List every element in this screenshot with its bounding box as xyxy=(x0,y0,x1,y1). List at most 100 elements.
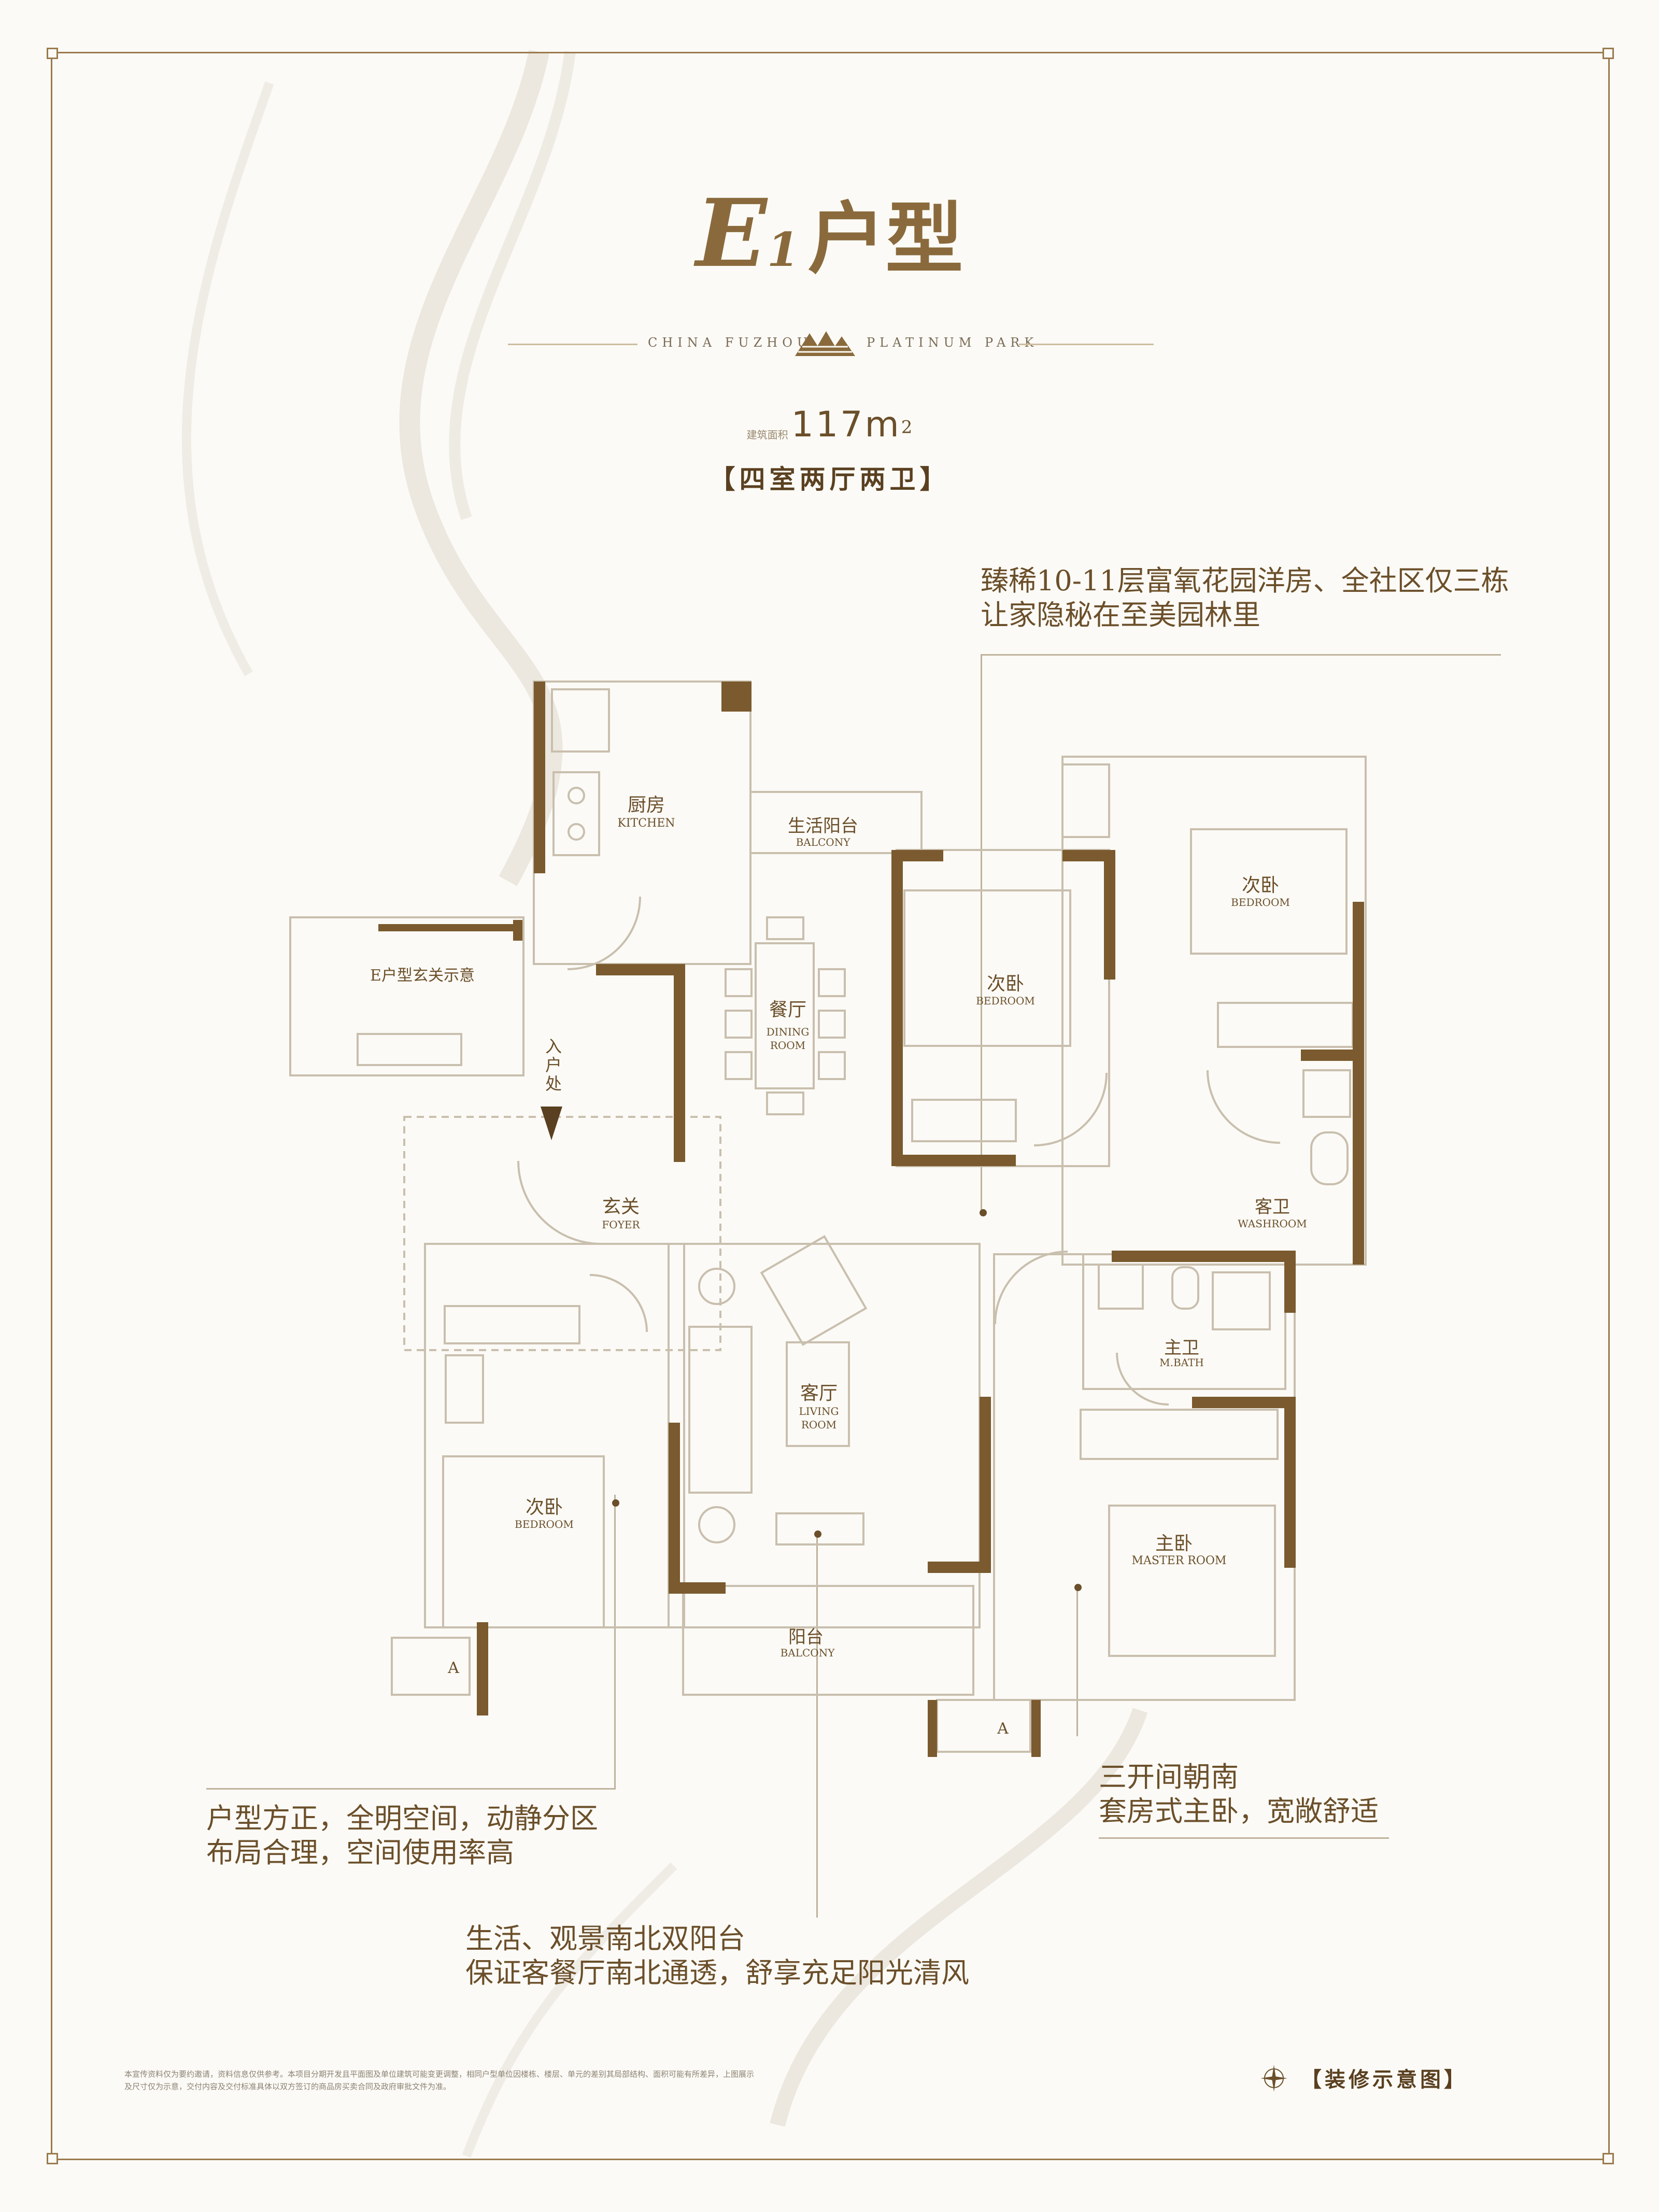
living-label: 客厅 xyxy=(800,1383,838,1404)
entrance-arrow-icon xyxy=(541,1107,562,1140)
stove xyxy=(552,771,600,856)
mbath-label: 主卫 xyxy=(1164,1338,1199,1358)
kitchen-label-en: KITCHEN xyxy=(617,817,675,830)
door-swing xyxy=(1207,1070,1281,1144)
note-bottom-center-2: 保证客餐厅南北通透，舒享充足阳光清风 xyxy=(465,1956,969,1989)
toilet xyxy=(1310,1131,1349,1185)
door-swing xyxy=(1033,1072,1108,1146)
bed-sw xyxy=(442,1455,605,1628)
leader-line xyxy=(1099,1837,1389,1839)
dining-table xyxy=(755,942,815,1089)
ac-unit xyxy=(1061,763,1110,838)
foyer-inset-outline xyxy=(289,916,524,1076)
wardrobe xyxy=(1080,1409,1279,1460)
leader-line xyxy=(981,654,982,1214)
frame-corner xyxy=(47,2153,58,2164)
wardrobe xyxy=(911,1099,1017,1142)
bedroom-mid-outline xyxy=(896,849,1110,1167)
balcony-outline xyxy=(682,1585,974,1696)
bedroom-sw-outline xyxy=(424,1243,685,1628)
ac-label: A xyxy=(997,1720,1009,1738)
leader-line xyxy=(206,1788,616,1790)
living-label-en: ROOM xyxy=(801,1419,836,1431)
note-top-right-2: 让家隐秘在至美园林里 xyxy=(981,599,1260,631)
east-wing-outline xyxy=(1061,756,1367,1266)
toilet xyxy=(1171,1266,1199,1310)
disclaimer-line-2: 及尺寸仅为示意，交付内容及交付标准具体以双方签订的商品房买卖合同及政府审批文件为… xyxy=(124,2082,451,2091)
disclaimer-line-1: 本宣传资料仅为要约邀请，资料信息仅供参考。本项目分期开发且平面图及单位建筑可能变… xyxy=(124,2069,755,2079)
foyer-label-en: FOYER xyxy=(602,1218,640,1231)
ac-unit xyxy=(936,1699,1031,1753)
page-frame xyxy=(51,52,1610,2160)
frame-corner xyxy=(1603,2153,1614,2164)
dining-label-en: DINING xyxy=(767,1026,810,1038)
entrance-label: 户 xyxy=(545,1055,562,1075)
area-unit: 2 xyxy=(901,417,913,438)
washroom-label-en: WASHROOM xyxy=(1238,1217,1307,1230)
title-letter: E xyxy=(696,179,767,288)
note-bottom-center-1: 生活、观景南北双阳台 xyxy=(465,1922,745,1955)
washbasin xyxy=(1302,1069,1351,1118)
washbasin xyxy=(1098,1264,1144,1310)
mbath-outline xyxy=(1082,1253,1286,1390)
master-outline xyxy=(993,1253,1296,1701)
bed-mid xyxy=(903,889,1071,1047)
master-label-en: MASTER ROOM xyxy=(1132,1554,1227,1567)
ac-label: A xyxy=(447,1659,459,1677)
door-swing xyxy=(994,1251,1068,1325)
bedroom-mid-label: 次卧 xyxy=(987,973,1024,995)
frame-corner xyxy=(47,48,58,59)
service-balcony-outline xyxy=(749,791,923,854)
decor-label: 【装修示意图】 xyxy=(1301,2067,1468,2092)
bedroom-mid-label-en: BEDROOM xyxy=(976,995,1035,1007)
brand-right: PLATINUM PARK xyxy=(867,335,1039,350)
brand-divider xyxy=(1019,344,1154,345)
leader-line xyxy=(1076,1586,1078,1736)
double-sink xyxy=(551,688,610,753)
service-balcony-label-en: BALCONY xyxy=(796,836,851,848)
bed-ne xyxy=(1190,828,1348,955)
dining-label-en: ROOM xyxy=(770,1039,805,1052)
door-swing xyxy=(589,1274,648,1332)
ac-unit xyxy=(391,1637,471,1696)
wardrobe xyxy=(1217,1002,1354,1048)
brand-divider xyxy=(508,344,637,345)
balcony-label-en: BALCONY xyxy=(781,1647,835,1659)
area-label: 建筑面积 xyxy=(746,429,788,441)
leader-line xyxy=(816,1534,818,1918)
note-bottom-left-2: 布局合理，空间使用率高 xyxy=(206,1836,514,1869)
bedroom-ne-label-en: BEDROOM xyxy=(1231,896,1290,909)
door-swing xyxy=(517,1160,602,1245)
note-bottom-right-2: 套房式主卧，宽敞舒适 xyxy=(1099,1795,1379,1827)
kitchen-label: 厨房 xyxy=(628,795,665,816)
service-balcony-label: 生活阳台 xyxy=(788,816,858,836)
wardrobe xyxy=(357,1033,462,1066)
area-value: 117m xyxy=(791,404,901,445)
leader-line xyxy=(614,1495,616,1790)
foyer-label: 玄关 xyxy=(602,1196,640,1217)
bedroom-ne-label: 次卧 xyxy=(1242,875,1279,896)
door-swing xyxy=(1116,1352,1169,1406)
layout-type: 【四室两厅两卫】 xyxy=(709,464,950,494)
washroom-label: 客卫 xyxy=(1255,1197,1290,1217)
shower xyxy=(1212,1271,1271,1330)
note-top-right-1: 臻稀10-11层富氧花园洋房、全社区仅三栋 xyxy=(981,564,1509,597)
tv-console xyxy=(775,1512,864,1545)
wardrobe xyxy=(444,1305,580,1344)
sofa xyxy=(688,1326,753,1494)
compass-icon xyxy=(1260,2065,1287,2092)
leader-line xyxy=(981,654,1501,656)
bedroom-sw-label: 次卧 xyxy=(526,1497,563,1518)
brand-left: CHINA FUZHOU xyxy=(648,335,813,350)
master-label: 主卧 xyxy=(1155,1533,1193,1554)
dining-label: 餐厅 xyxy=(769,999,806,1020)
mountain-logo-icon xyxy=(795,331,855,356)
coffee-table xyxy=(786,1341,850,1447)
disclaimer: 本宣传资料仅为要约邀请，资料信息仅供参考。本项目分期开发且平面图及单位建筑可能变… xyxy=(124,2068,1109,2093)
door-swing xyxy=(567,896,641,970)
balcony-label: 阳台 xyxy=(788,1627,824,1648)
frame-corner xyxy=(1603,48,1614,59)
note-bottom-left-1: 户型方正，全明空间，动静分区 xyxy=(206,1802,598,1835)
floor-area: 建筑面积117m2 xyxy=(0,404,1659,445)
